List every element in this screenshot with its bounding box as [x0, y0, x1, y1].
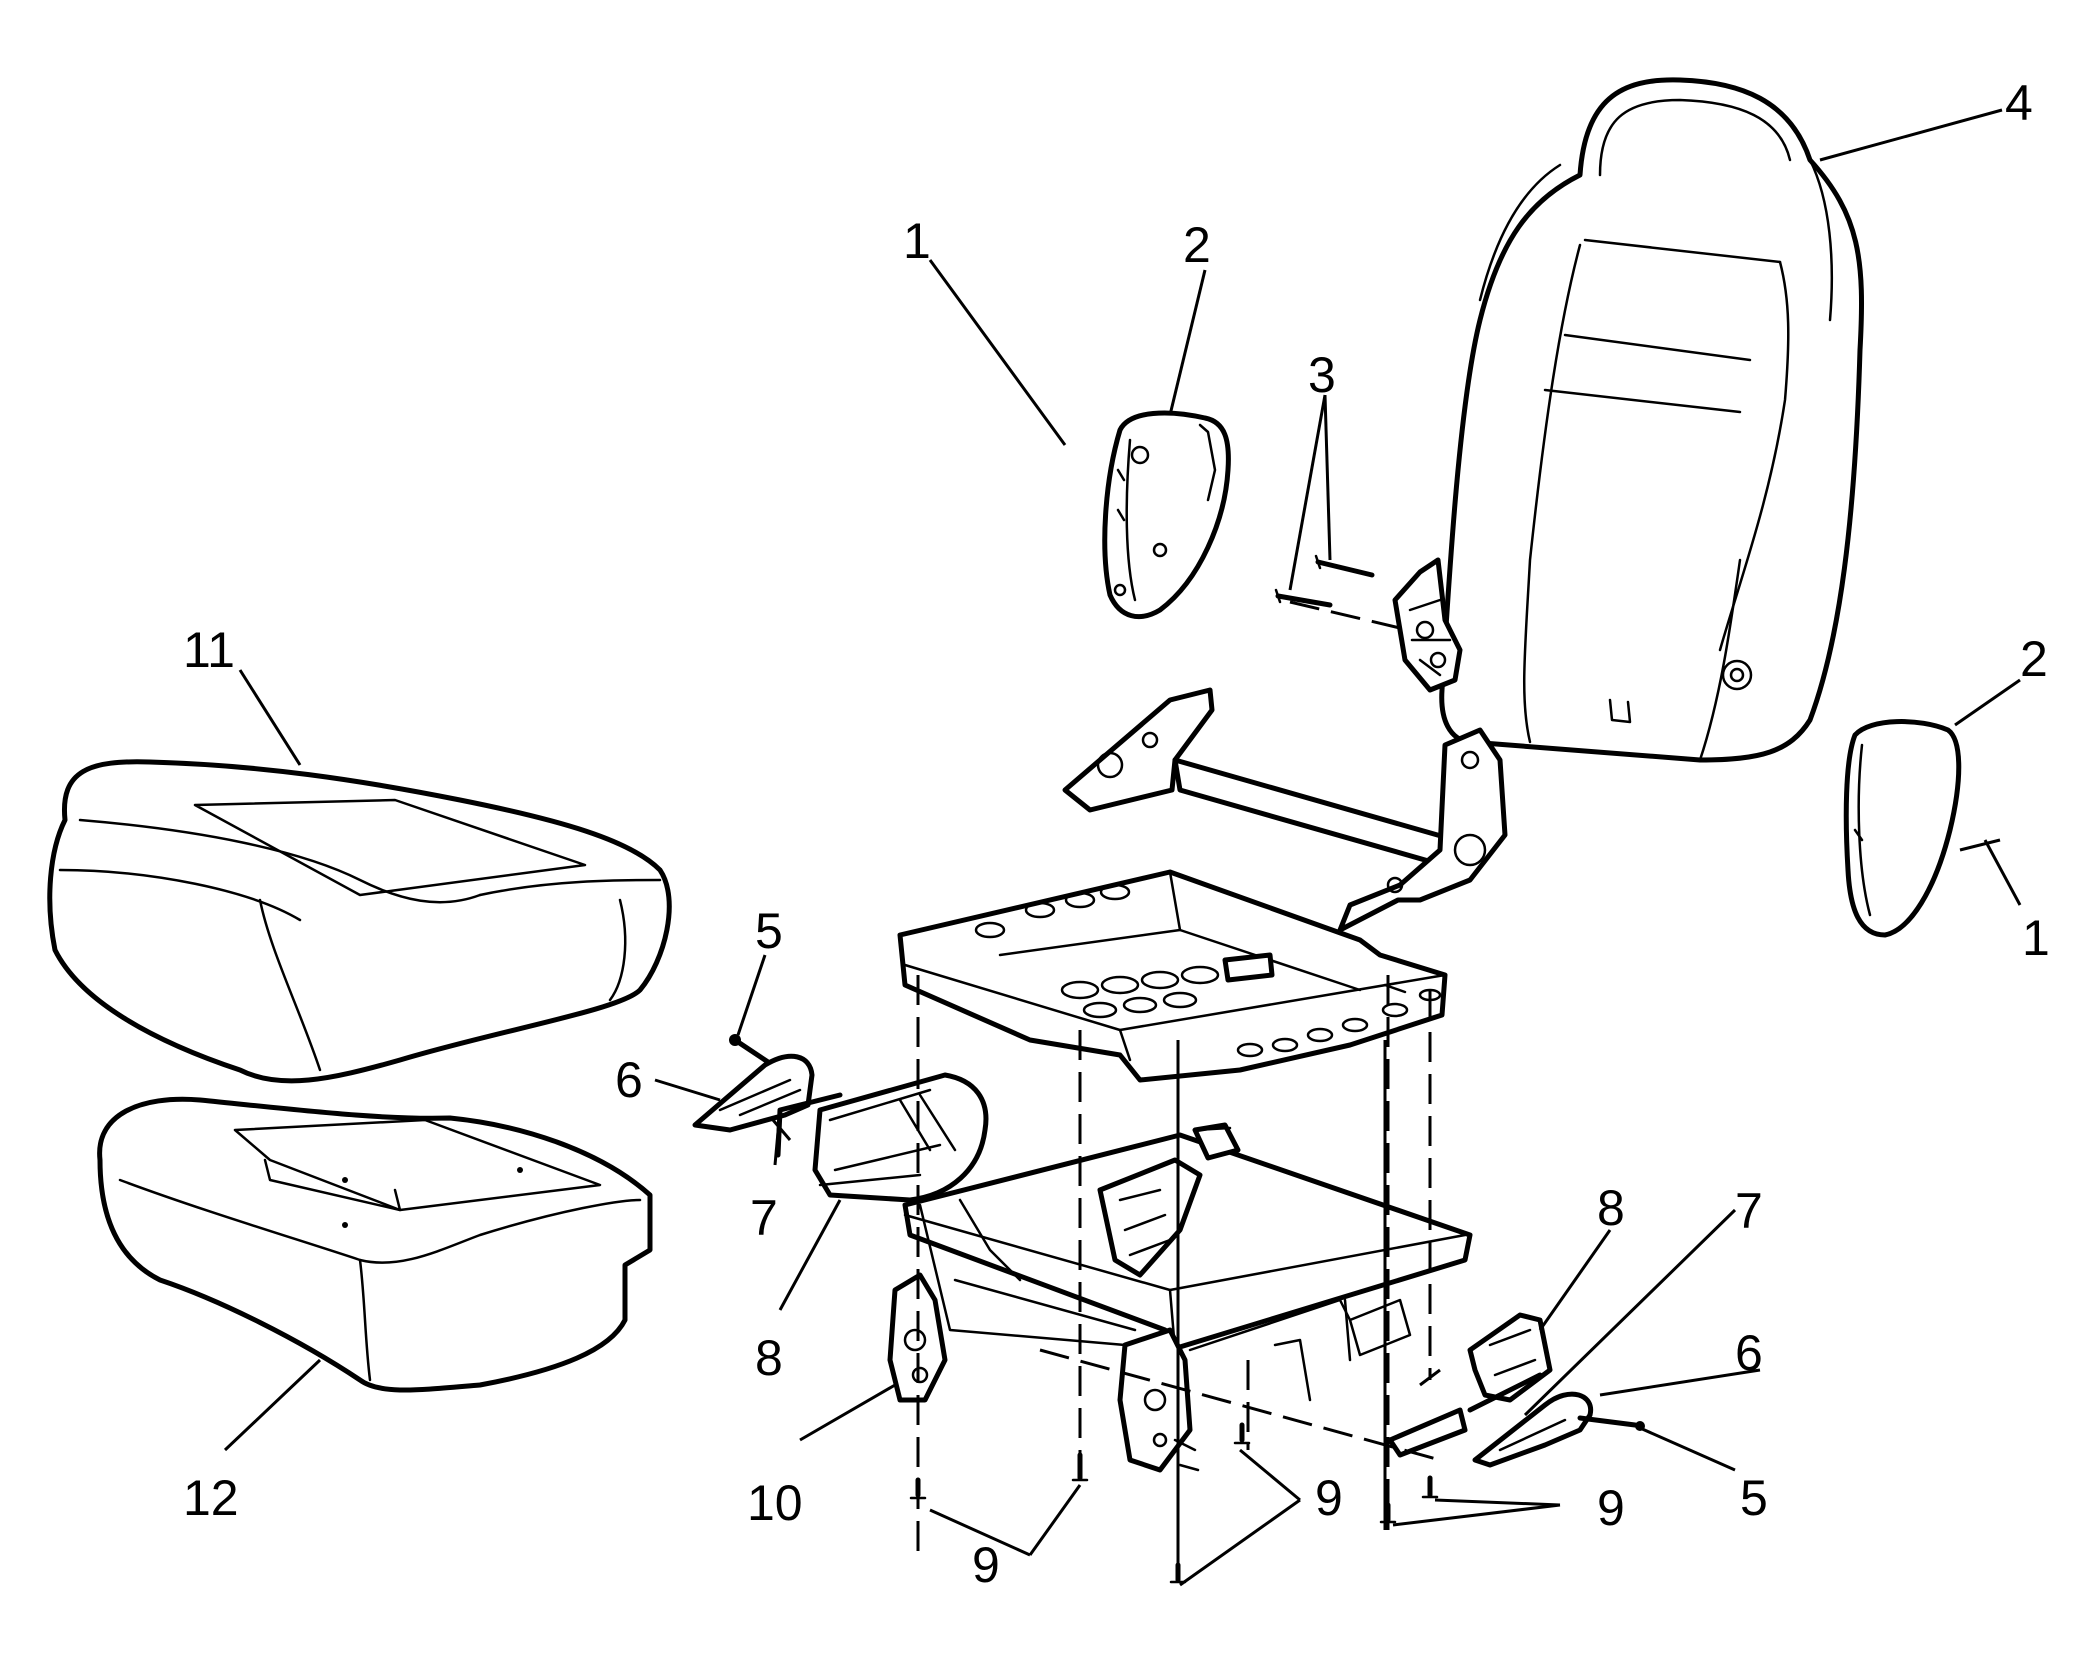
recliner-handle-right [1467, 1372, 1645, 1468]
callout-5-left: 5 [755, 903, 783, 959]
callout-9-bottom-left: 9 [972, 1537, 1000, 1593]
seat-adjuster-track [887, 1122, 1473, 1473]
seat-back-hinge [1392, 557, 1463, 693]
leader-lines [223, 108, 2022, 1587]
callout-6-left: 6 [615, 1052, 643, 1108]
callout-2-upper: 2 [1183, 217, 1211, 273]
callout-10: 10 [747, 1475, 803, 1531]
callout-6-right: 6 [1735, 1325, 1763, 1381]
side-cover-right [1843, 719, 1962, 938]
callout-12: 12 [183, 1470, 239, 1526]
bolt-3-pair [1274, 554, 1401, 630]
callout-9-right: 9 [1597, 1480, 1625, 1536]
callout-1-upper: 1 [903, 213, 931, 269]
callout-4: 4 [2005, 75, 2033, 131]
seat-back [1439, 77, 1865, 763]
side-cover-upper [1102, 410, 1231, 620]
callout-5-right: 5 [1740, 1470, 1768, 1526]
callout-7-right: 7 [1735, 1183, 1763, 1239]
bolts-9 [909, 1422, 1439, 1584]
seat-pan [897, 869, 1448, 1083]
callout-11: 11 [183, 622, 235, 678]
recliner-frame [1062, 687, 1508, 933]
callout-7-left: 7 [750, 1190, 778, 1246]
alignment-lines [916, 975, 1441, 1570]
callout-8-left: 8 [755, 1330, 783, 1386]
callout-9-center: 9 [1315, 1470, 1343, 1526]
seat-cushion-cover [47, 759, 672, 1084]
seat-cushion-pad [97, 1096, 653, 1393]
callout-3: 3 [1308, 347, 1336, 403]
recliner-handle-left [692, 1034, 815, 1133]
callout-labels: 1 2 3 4 2 1 11 5 6 7 8 12 10 9 9 9 8 7 6… [183, 75, 2050, 1593]
callout-8-right: 8 [1597, 1180, 1625, 1236]
callout-1-right: 1 [2022, 910, 2050, 966]
callout-2-right: 2 [2020, 631, 2048, 687]
